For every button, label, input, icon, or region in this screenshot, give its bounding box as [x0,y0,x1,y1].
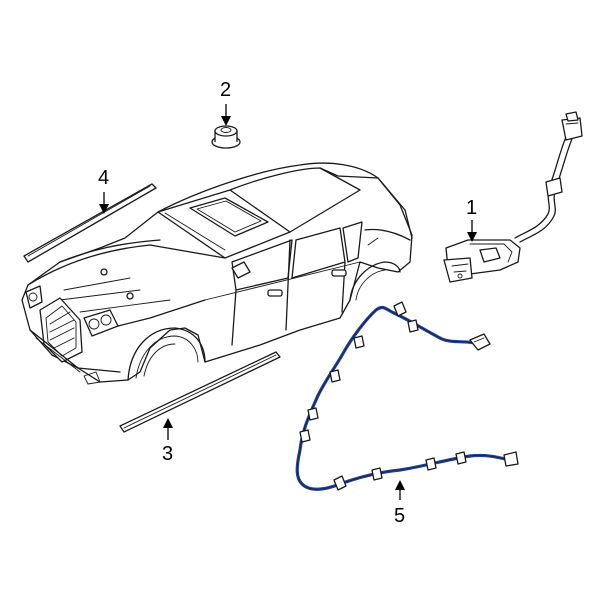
arrow-3-icon [163,418,173,428]
part-2-grommet [211,125,241,149]
callout-3: 3 [162,418,173,465]
callout-2: 2 [220,79,231,126]
arrow-4-icon [99,204,109,214]
part-3-molding [119,351,281,433]
part-4-molding [23,183,157,263]
callout-4: 4 [98,167,109,214]
vehicle-body [21,162,413,385]
callout-5: 5 [394,480,405,527]
callout-2-label: 2 [220,79,231,101]
part-5-harness [295,301,519,491]
callout-3-label: 3 [162,443,173,465]
callout-1: 1 [466,197,477,242]
callout-4-label: 4 [98,167,109,189]
arrow-2-icon [221,116,231,126]
callout-1-label: 1 [466,197,477,219]
arrow-5-icon [395,480,405,490]
part-1-module [443,111,583,283]
callout-5-label: 5 [394,505,405,527]
arrow-1-icon [467,232,477,242]
